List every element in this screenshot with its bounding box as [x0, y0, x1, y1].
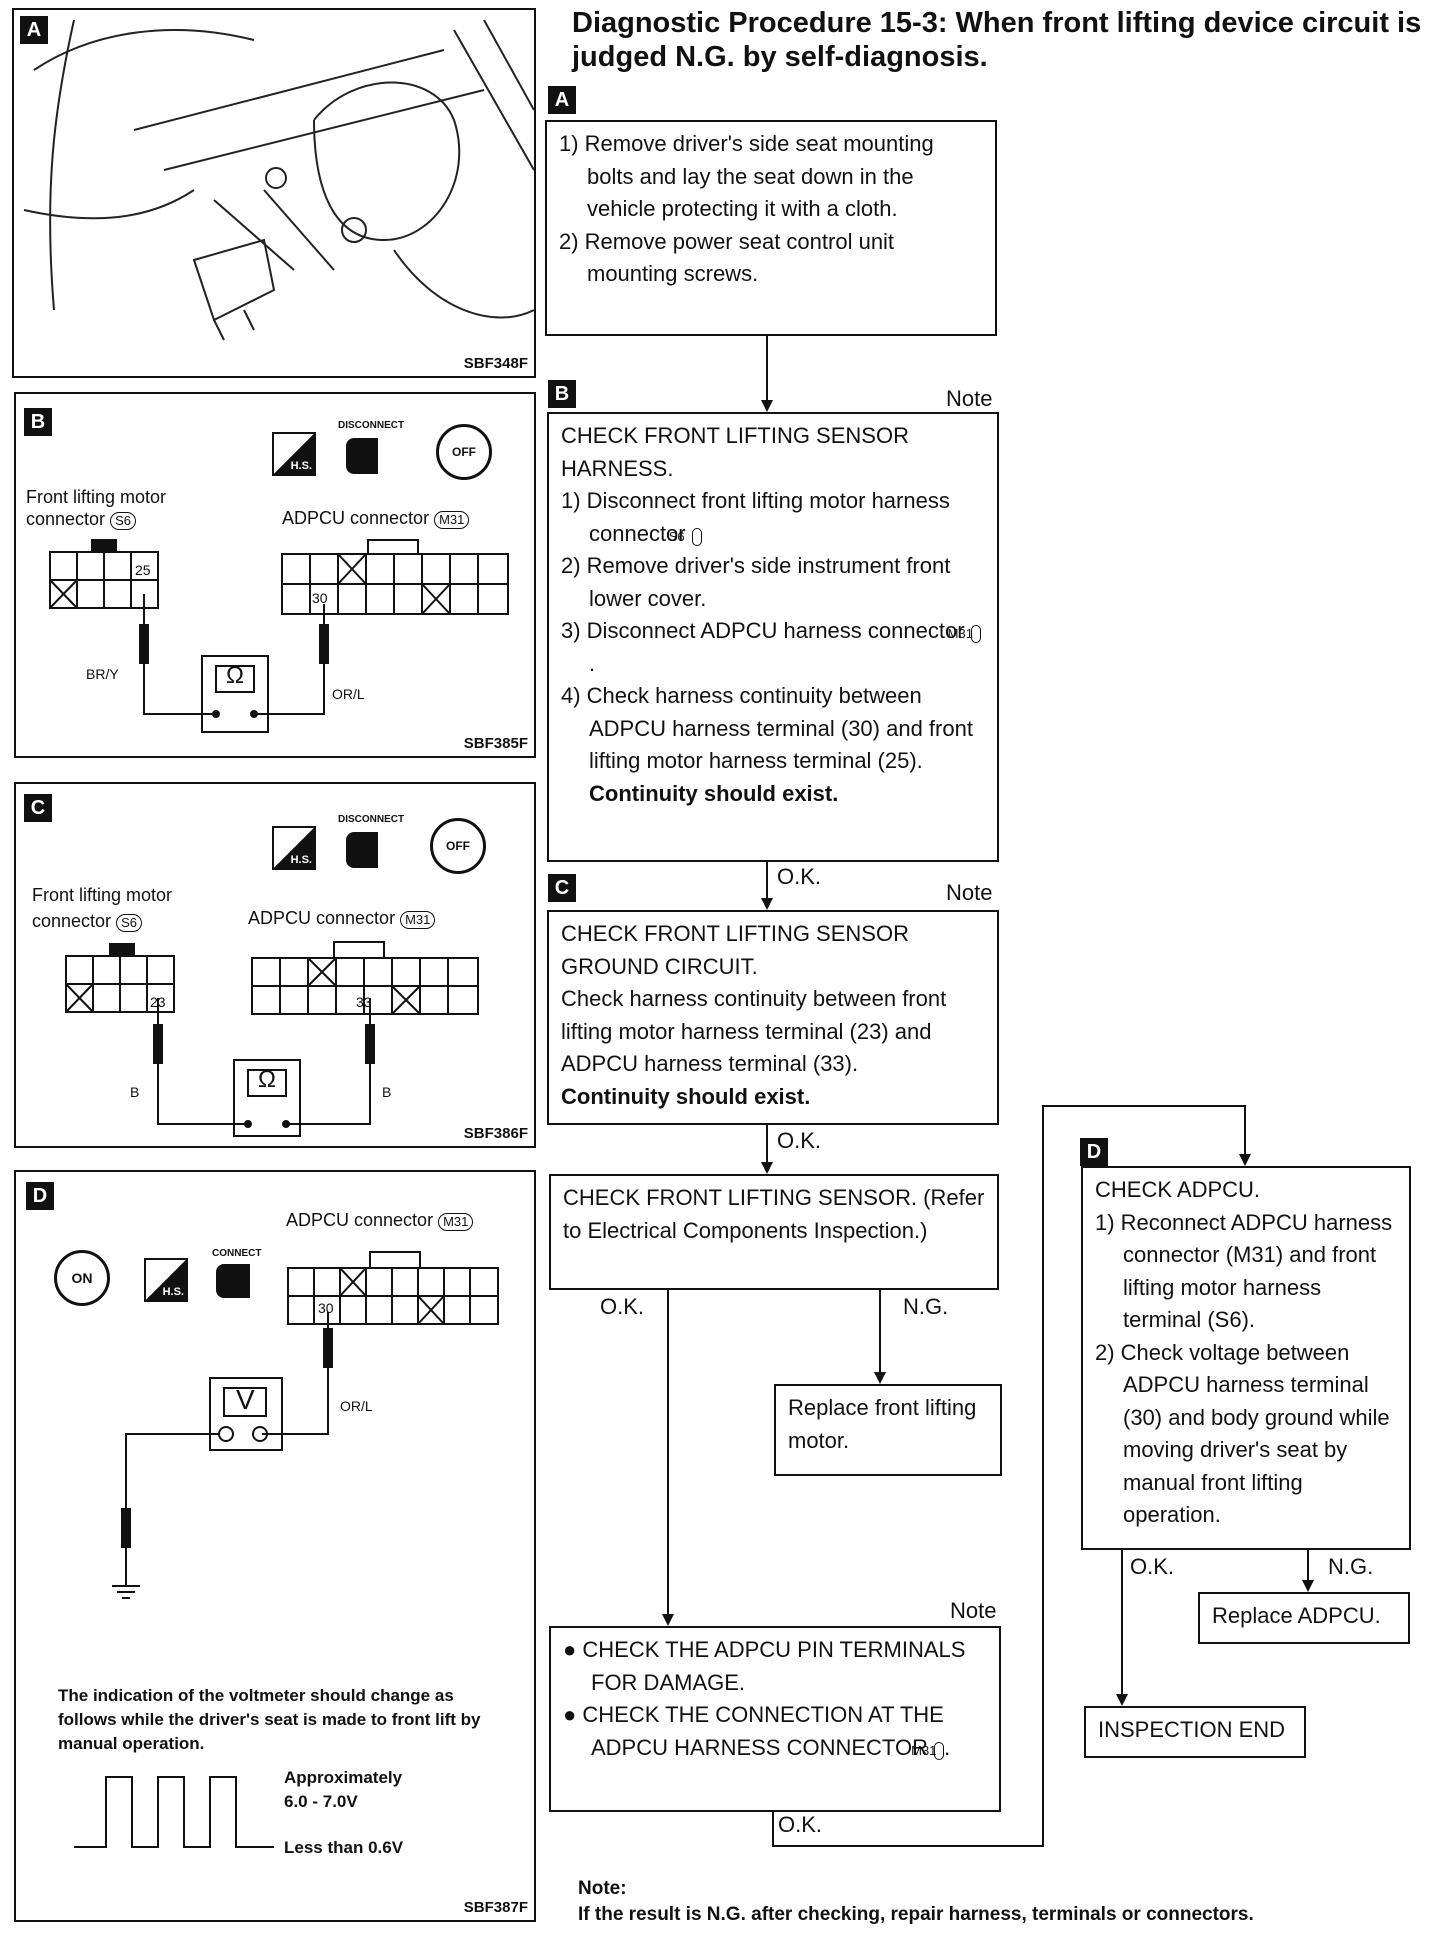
inspection-end-text: INSPECTION END: [1098, 1717, 1286, 1742]
replace-adpcu-box: Replace ADPCU.: [1198, 1592, 1410, 1644]
ok-label-sensor: O.K.: [600, 1294, 645, 1319]
step-b-note: Note: [946, 386, 993, 411]
figure-d-low-level: Less than 0.6V: [284, 1838, 404, 1857]
figure-b-letter: B: [24, 408, 52, 436]
figure-c-pin-left: 23: [150, 994, 166, 1010]
figure-b-wire-left: BR/Y: [86, 666, 119, 682]
ok-label-pin: O.K.: [778, 1812, 823, 1837]
figure-c-motor-label: Front lifting motor connector S6: [32, 885, 173, 932]
ignition-off-icon: OFF: [436, 424, 492, 480]
ignition-on-icon: ON: [54, 1250, 110, 1306]
step-c-note: Note: [946, 880, 993, 905]
ignition-off-icon: OFF: [430, 818, 486, 874]
ng-label-sensor: N.G.: [903, 1294, 949, 1319]
figure-a-code: SBF348F: [463, 355, 528, 372]
voltmeter-icon: V: [236, 1384, 255, 1415]
figure-c-wire-left: B: [130, 1084, 140, 1100]
pin-check-item-2: ● CHECK THE CONNECTION AT THE ADPCU HARN…: [563, 1702, 951, 1760]
figure-d-wiring: [74, 1251, 499, 1848]
figure-c: C H.S. DISCONNECT OFF Front lifting moto…: [14, 782, 536, 1148]
pin-check-note: Note: [950, 1598, 997, 1623]
pin-check-box: ● CHECK THE ADPCU PIN TERMINALS FOR DAMA…: [549, 1626, 1001, 1812]
step-c-heading: CHECK FRONT LIFTING SENSOR GROUND CIRCUI…: [561, 921, 909, 979]
step-d-item-2: 2) Check voltage between ADPCU harness t…: [1095, 1339, 1390, 1528]
ok-label-d: O.K.: [1130, 1554, 1175, 1579]
figure-b-motor-label: Front lifting motor connector S6: [26, 487, 167, 530]
figure-b-code: SBF385F: [463, 735, 528, 752]
footnote-text: If the result is N.G. after checking, re…: [578, 1904, 1254, 1925]
figure-d: D ON H.S. CONNECT ADPCU connector M31: [14, 1170, 536, 1922]
footnote-title: Note:: [578, 1878, 627, 1899]
step-b-heading: CHECK FRONT LIFTING SENSOR HARNESS.: [561, 423, 909, 481]
harness-icon: H.S.: [144, 1258, 188, 1302]
step-sensor-text: CHECK FRONT LIFTING SENSOR. (Refer to El…: [563, 1185, 985, 1243]
figure-d-adpcu-label: ADPCU connector M31: [286, 1210, 474, 1231]
figure-c-adpcu-label: ADPCU connector M31: [248, 908, 436, 929]
disconnect-label: DISCONNECT: [338, 420, 405, 431]
step-d-item-1: 1) Reconnect ADPCU harness connector (M3…: [1095, 1209, 1393, 1333]
figure-c-pin-right: 33: [356, 994, 372, 1010]
harness-icon: H.S.: [272, 432, 316, 476]
figure-c-letter: C: [24, 794, 52, 822]
figure-d-pin: 30: [318, 1300, 334, 1316]
connect-label: CONNECT: [212, 1248, 262, 1259]
step-b-result: Continuity should exist.: [589, 780, 839, 806]
figure-b-pin-left: 25: [135, 562, 151, 578]
step-b-item-4: 4) Check harness continuity between ADPC…: [561, 683, 973, 773]
step-b-item-1: 1) Disconnect front lifting motor harnes…: [561, 488, 950, 546]
inspection-end-box: INSPECTION END: [1084, 1706, 1306, 1758]
ng-label-d: N.G.: [1328, 1554, 1374, 1579]
ohmmeter-icon: Ω: [226, 662, 244, 689]
figure-c-wiring: [65, 941, 479, 1137]
figure-d-code: SBF387F: [463, 1899, 528, 1916]
step-b-item-2: 2) Remove driver's side instrument front…: [561, 553, 951, 611]
connect-icon: [216, 1264, 250, 1298]
page-title: Diagnostic Procedure 15-3: When front li…: [572, 7, 1422, 73]
footnote: Note: If the result is N.G. after checki…: [578, 1876, 1254, 1928]
step-b-box: CHECK FRONT LIFTING SENSOR HARNESS. 1) D…: [547, 412, 999, 862]
figure-b-pin-right: 30: [312, 590, 328, 606]
figure-d-high-level: Approximately 6.0 - 7.0V: [284, 1768, 403, 1811]
step-a-item-1: 1) Remove driver's side seat mounting bo…: [559, 131, 934, 221]
figure-b-wire-right: OR/L: [332, 686, 365, 702]
ohmmeter-icon: Ω: [258, 1066, 276, 1093]
figure-c-code: SBF386F: [463, 1125, 528, 1142]
figure-a-illustration: [23, 19, 534, 341]
figure-d-wire: OR/L: [340, 1398, 373, 1414]
step-b-letter: B: [548, 380, 576, 408]
step-d-heading: CHECK ADPCU.: [1095, 1177, 1261, 1202]
ok-label-c: O.K.: [777, 1128, 822, 1153]
figure-b-adpcu-label: ADPCU connector M31: [282, 508, 470, 529]
step-c-box: CHECK FRONT LIFTING SENSOR GROUND CIRCUI…: [547, 910, 999, 1125]
step-d-letter: D: [1080, 1138, 1108, 1166]
figure-d-description: The indication of the voltmeter should c…: [58, 1686, 481, 1753]
pin-check-item-1: ● CHECK THE ADPCU PIN TERMINALS FOR DAMA…: [563, 1637, 966, 1695]
figure-a: A SBF348F: [12, 8, 536, 378]
step-a-letter: A: [548, 86, 576, 114]
replace-adpcu-text: Replace ADPCU.: [1212, 1603, 1381, 1628]
figure-d-letter: D: [26, 1182, 54, 1210]
step-sensor-box: CHECK FRONT LIFTING SENSOR. (Refer to El…: [549, 1174, 999, 1290]
step-a-item-2: 2) Remove power seat control unit mounti…: [559, 228, 895, 287]
step-a-box: 1) Remove driver's side seat mounting bo…: [545, 120, 997, 336]
disconnect-icon: [346, 832, 378, 868]
step-d-box: CHECK ADPCU. 1) Reconnect ADPCU harness …: [1081, 1166, 1411, 1550]
figure-b-wiring: [49, 539, 509, 733]
figure-b: B H.S. DISCONNECT OFF Front lifting moto…: [14, 392, 536, 758]
step-b-item-3: 3) Disconnect ADPCU harness connector M3…: [561, 615, 985, 680]
step-c-letter: C: [548, 874, 576, 902]
disconnect-icon: [346, 438, 378, 474]
figure-c-wire-right: B: [382, 1084, 392, 1100]
harness-icon: H.S.: [272, 826, 316, 870]
replace-motor-text: Replace front lifting motor.: [788, 1395, 977, 1453]
disconnect-label: DISCONNECT: [338, 814, 405, 825]
replace-motor-box: Replace front lifting motor.: [774, 1384, 1002, 1476]
figure-a-letter: A: [20, 16, 48, 44]
ok-label-b: O.K.: [777, 864, 822, 889]
step-c-body: Check harness continuity between front l…: [561, 986, 947, 1076]
step-c-result: Continuity should exist.: [561, 1083, 811, 1109]
